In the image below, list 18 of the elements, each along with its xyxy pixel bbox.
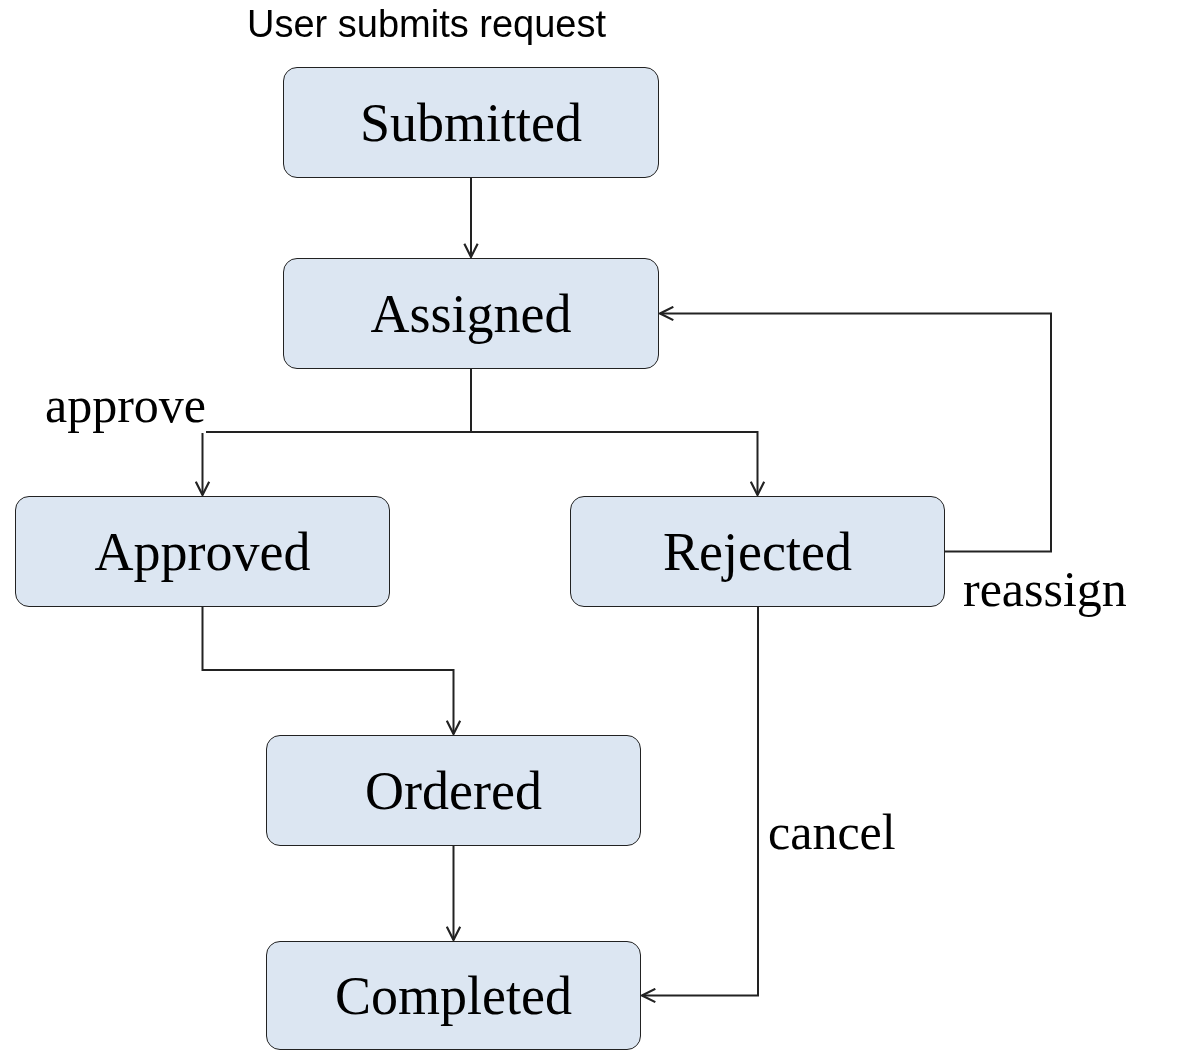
- state-name: Completed: [335, 964, 572, 1027]
- state-box: [283, 258, 659, 369]
- state-name: Assigned: [370, 282, 572, 345]
- state-box: [570, 496, 945, 607]
- arrow: [463, 177, 479, 259]
- state-box: [15, 496, 390, 607]
- start-note: User submits request: [247, 4, 606, 46]
- state-name: Ordered: [365, 759, 542, 822]
- arrow: [658, 305, 1052, 553]
- arrow: [445, 845, 462, 942]
- state-box: [283, 67, 659, 178]
- state-name: Rejected: [663, 520, 852, 583]
- arrow: [640, 606, 759, 1004]
- state-box: [266, 941, 641, 1050]
- state-name: Approved: [94, 520, 311, 583]
- arrow: [201, 606, 462, 736]
- state-name: Submitted: [360, 91, 582, 154]
- state-box: [266, 735, 641, 846]
